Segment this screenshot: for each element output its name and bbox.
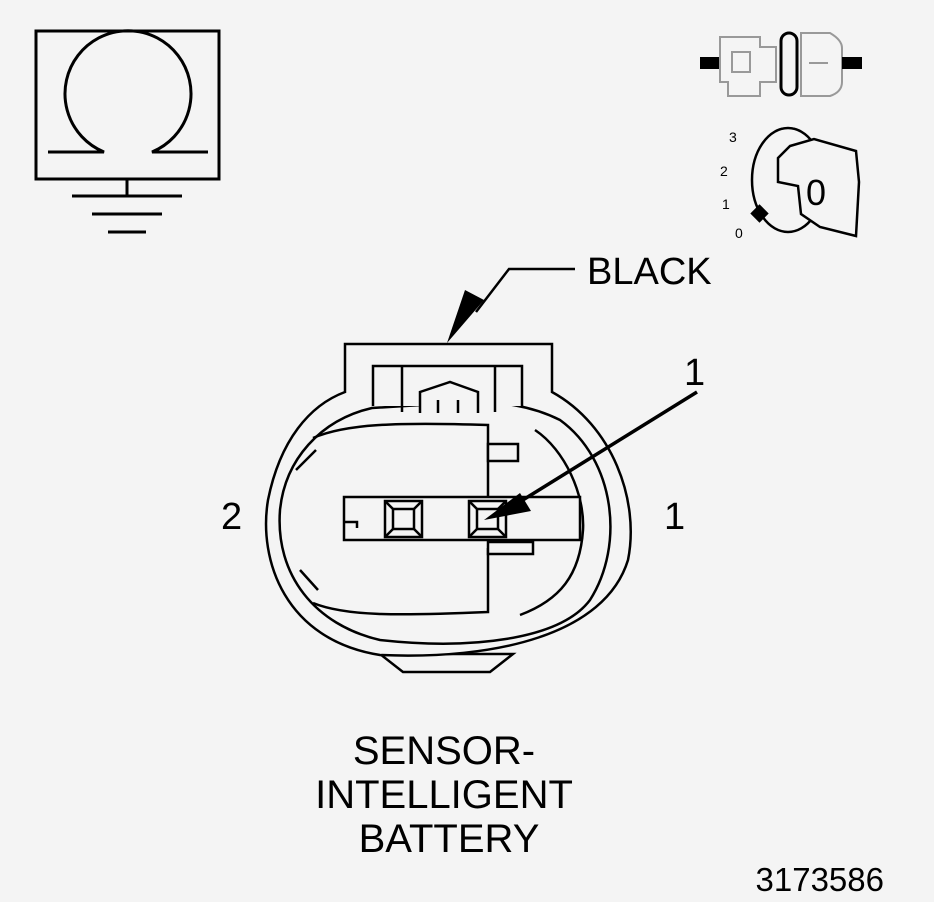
connector-terminal-carrier bbox=[342, 495, 582, 542]
connector-bottom-tab bbox=[376, 652, 517, 674]
ignition-key-icon: 3 2 1 0 0 bbox=[720, 126, 861, 241]
connector-face bbox=[264, 342, 632, 674]
connector-right-cavity-wall bbox=[519, 428, 585, 617]
ignition-position-2: 2 bbox=[720, 163, 728, 179]
cavity-label-right: 1 bbox=[664, 496, 685, 538]
terminal-callout: 1 bbox=[484, 352, 705, 520]
connector-terminal-carrier-bottom bbox=[312, 548, 490, 616]
connector-title-line-3: BATTERY bbox=[359, 817, 540, 861]
connector-title: SENSOR- INTELLIGENT BATTERY bbox=[315, 729, 573, 861]
terminal-cavity-2 bbox=[383, 499, 424, 539]
connector-color-label: BLACK bbox=[587, 251, 712, 293]
figure-id: 3173586 bbox=[756, 861, 884, 898]
connector-latch-tab bbox=[418, 380, 480, 413]
ignition-position-3: 3 bbox=[729, 129, 737, 145]
ignition-position-1: 1 bbox=[722, 196, 730, 212]
connector-side-clip-top bbox=[486, 442, 520, 463]
color-callout: BLACK bbox=[447, 251, 712, 343]
connector-title-line-2: INTELLIGENT bbox=[315, 773, 573, 817]
connector-title-line-1: SENSOR- bbox=[353, 729, 535, 773]
connector-disconnected-icon bbox=[700, 31, 862, 97]
ignition-key-label: 0 bbox=[806, 172, 826, 213]
connector-side-clip-bottom bbox=[486, 540, 535, 556]
terminal-callout-number: 1 bbox=[684, 352, 705, 394]
connector-terminal-carrier-top bbox=[312, 422, 490, 498]
connector-inner-ring bbox=[278, 400, 612, 645]
ohmmeter-ground-icon bbox=[34, 29, 221, 234]
ignition-position-0: 0 bbox=[735, 225, 743, 241]
cavity-label-left: 2 bbox=[221, 496, 242, 538]
